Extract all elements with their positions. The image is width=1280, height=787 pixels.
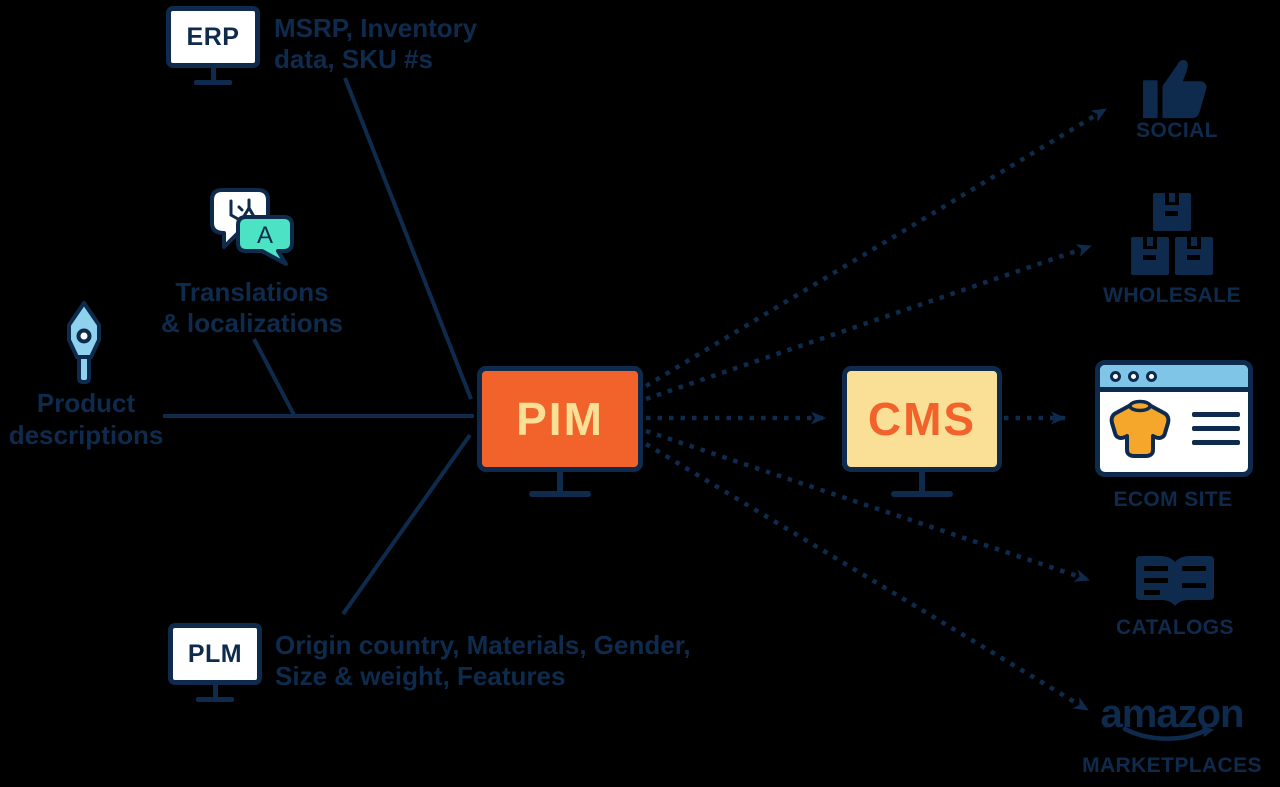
pim-to-social-arrow: [644, 107, 1108, 388]
erp-monitor-screen: ERP: [166, 6, 260, 68]
pim-to-wholesale-arrow: [645, 243, 1092, 402]
marketplaces-label: MARKETPLACES: [1082, 754, 1262, 777]
pim-to-catalogs-arrow: [645, 428, 1090, 583]
pim-monitor-screen: PIM: [477, 366, 643, 472]
latin-character-glyph: A: [257, 222, 273, 249]
browser-dot-icon: [1146, 370, 1157, 382]
plm-annotation-line1: Origin country, Materials, Gender,: [275, 630, 691, 660]
monitor-stand-base: [194, 80, 232, 85]
monitor-stand-base: [196, 697, 234, 702]
erp-annotation-line1: MSRP, Inventory: [274, 13, 478, 43]
pim-monitor: PIM: [477, 366, 643, 497]
ecom-browser-icon: [1095, 360, 1253, 477]
pim-to-marketplaces-arrow: [644, 442, 1090, 712]
erp-label: ERP: [186, 22, 240, 51]
cms-monitor-screen: CMS: [842, 366, 1002, 472]
text-line: [1192, 412, 1240, 417]
pim-label: PIM: [516, 393, 604, 445]
plm-monitor-screen: PLM: [168, 623, 262, 685]
plm-monitor: PLM: [168, 623, 262, 702]
erp-annotation: MSRP, Inventory data, SKU #s: [274, 13, 477, 75]
translations-caption: Translations & localizations: [152, 277, 352, 339]
product-descriptions-line1: Product: [36, 388, 136, 418]
cms-monitor: CMS: [842, 366, 1002, 497]
erp-annotation-line2: data, SKU #s: [274, 44, 433, 74]
monitor-stand: [557, 472, 563, 491]
erp-monitor: ERP: [166, 6, 260, 85]
product-descriptions-line2: descriptions: [8, 420, 164, 450]
erp-to-pim-line: [343, 77, 473, 400]
translations-to-pim-line: [252, 338, 296, 416]
amazon-smile-icon: [1122, 726, 1214, 741]
plm-label: PLM: [187, 639, 243, 668]
translations-caption-line2: & localizations: [160, 308, 344, 338]
catalogs-label: CATALOGS: [1116, 616, 1234, 639]
monitor-stand: [919, 472, 925, 491]
monitor-stand: [210, 68, 216, 80]
social-label: SOCIAL: [1136, 119, 1218, 142]
text-line: [1192, 426, 1240, 431]
browser-dot-icon: [1128, 370, 1139, 382]
pen-nib-icon: [67, 301, 101, 384]
browser-body: [1100, 392, 1248, 467]
sweater-icon: [1109, 399, 1171, 458]
translations-caption-line1: Translations: [175, 277, 329, 307]
plm-to-pim-line: [341, 433, 472, 616]
wholesale-label: WHOLESALE: [1103, 284, 1241, 307]
monitor-stand-base: [891, 491, 953, 497]
monitor-stand-base: [529, 491, 591, 497]
text-line: [1192, 440, 1240, 445]
plm-annotation-line2: Size & weight, Features: [275, 661, 566, 691]
catalog-book-icon: [1136, 556, 1214, 606]
cms-label: CMS: [867, 393, 977, 445]
translation-bubbles-icon: A: [210, 188, 294, 266]
plm-annotation: Origin country, Materials, Gender, Size …: [275, 630, 691, 692]
thumbs-up-icon: [1143, 60, 1207, 119]
product-descriptions-caption: Product descriptions: [0, 387, 172, 451]
browser-header-bar: [1100, 365, 1248, 392]
browser-dot-icon: [1110, 370, 1121, 382]
ecom-site-label: ECOM SITE: [1113, 488, 1233, 511]
monitor-stand: [212, 685, 218, 697]
wholesale-boxes-icon: [1131, 193, 1213, 275]
